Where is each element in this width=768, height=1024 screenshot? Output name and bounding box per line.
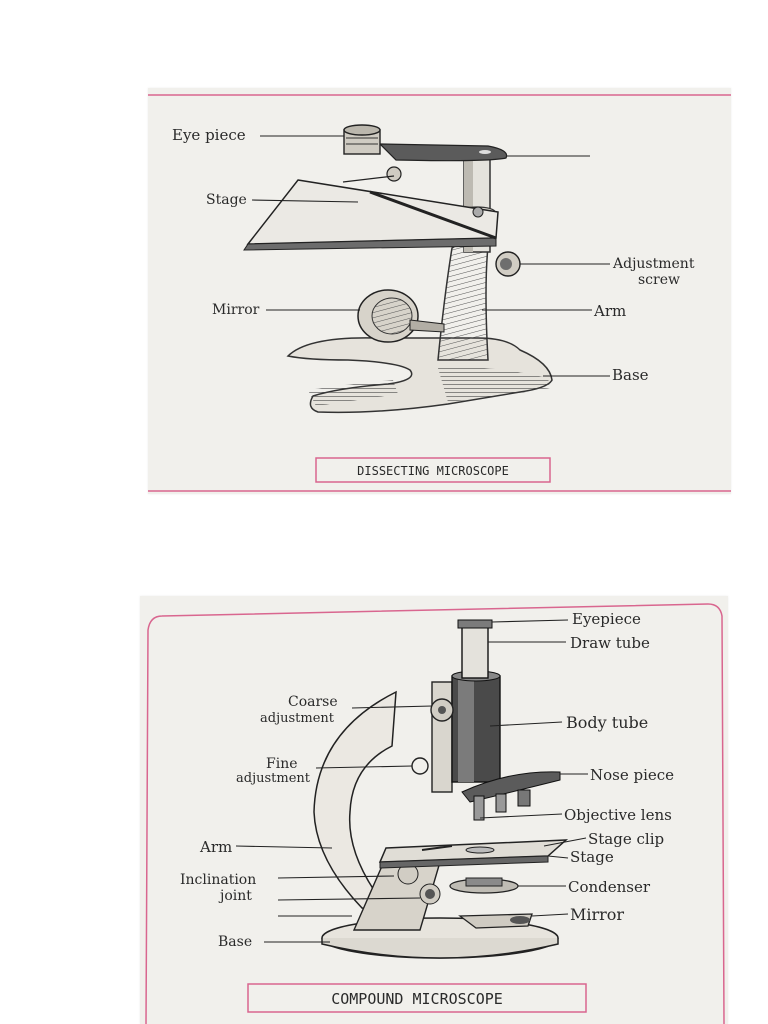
label-eyepiece: Eyepiece	[572, 610, 641, 628]
compound-mirror-drawing	[458, 913, 533, 929]
dissecting-microscope-diagram: Eye piece Stage Mirror Adjustment screw …	[148, 94, 731, 492]
label-objective-lens: Objective lens	[564, 806, 672, 824]
label-stage: Stage	[570, 848, 614, 866]
label-fine: Fine	[266, 756, 298, 772]
label-fine-adjustment: adjustment	[236, 771, 311, 786]
dissecting-caption: DISSECTING MICROSCOPE	[357, 464, 509, 478]
label-coarse-adjustment: adjustment	[260, 711, 335, 726]
dissecting-eyepiece-drawing	[343, 124, 508, 162]
dissecting-microscope-card: Eye piece Stage Mirror Adjustment screw …	[148, 88, 731, 494]
label-nose-piece: Nose piece	[590, 766, 674, 784]
label-draw-tube: Draw tube	[570, 634, 650, 652]
compound-caption: COMPOUND MICROSCOPE	[331, 990, 503, 1008]
compound-microscope-diagram: Eyepiece Draw tube Coarse adjustment Bod…	[145, 603, 725, 1024]
dissecting-stage-drawing	[243, 166, 499, 251]
label-base: Base	[218, 934, 252, 950]
condenser-drawing	[449, 877, 519, 894]
adjustment-knobs-drawing	[411, 698, 454, 775]
label-mirror: Mirror	[212, 302, 260, 318]
label-inclination: Inclination	[180, 872, 256, 888]
dissecting-mirror-drawing	[357, 289, 445, 343]
label-mirror: Mirror	[570, 905, 624, 924]
adjustment-screw-drawing	[495, 251, 521, 277]
label-stage: Stage	[206, 192, 247, 208]
label-condenser: Condenser	[568, 878, 651, 896]
nose-piece-drawing	[461, 771, 561, 821]
label-coarse: Coarse	[288, 694, 338, 710]
label-adjustment: Adjustment	[612, 256, 695, 272]
dissecting-arm-drawing	[437, 155, 496, 361]
label-eye-piece: Eye piece	[172, 126, 246, 144]
caption-box	[247, 983, 587, 1013]
body-tube-drawing	[451, 619, 501, 783]
label-inclination-joint: joint	[218, 888, 252, 904]
compound-stage-drawing	[378, 839, 569, 869]
frame-outline	[145, 603, 725, 1024]
compound-leader-lines	[235, 619, 588, 943]
label-arm: Arm	[199, 838, 232, 856]
inclination-support-drawing	[352, 861, 441, 931]
label-stage-clip: Stage clip	[588, 830, 664, 848]
label-arm: Arm	[593, 302, 626, 320]
label-screw: screw	[638, 272, 680, 288]
label-body-tube: Body tube	[566, 713, 648, 732]
caption-box	[315, 457, 551, 483]
compound-microscope-card: Eyepiece Draw tube Coarse adjustment Bod…	[140, 596, 728, 1024]
dissecting-leader-lines	[251, 135, 610, 377]
label-base: Base	[612, 366, 649, 384]
dissecting-base-drawing	[286, 337, 553, 414]
